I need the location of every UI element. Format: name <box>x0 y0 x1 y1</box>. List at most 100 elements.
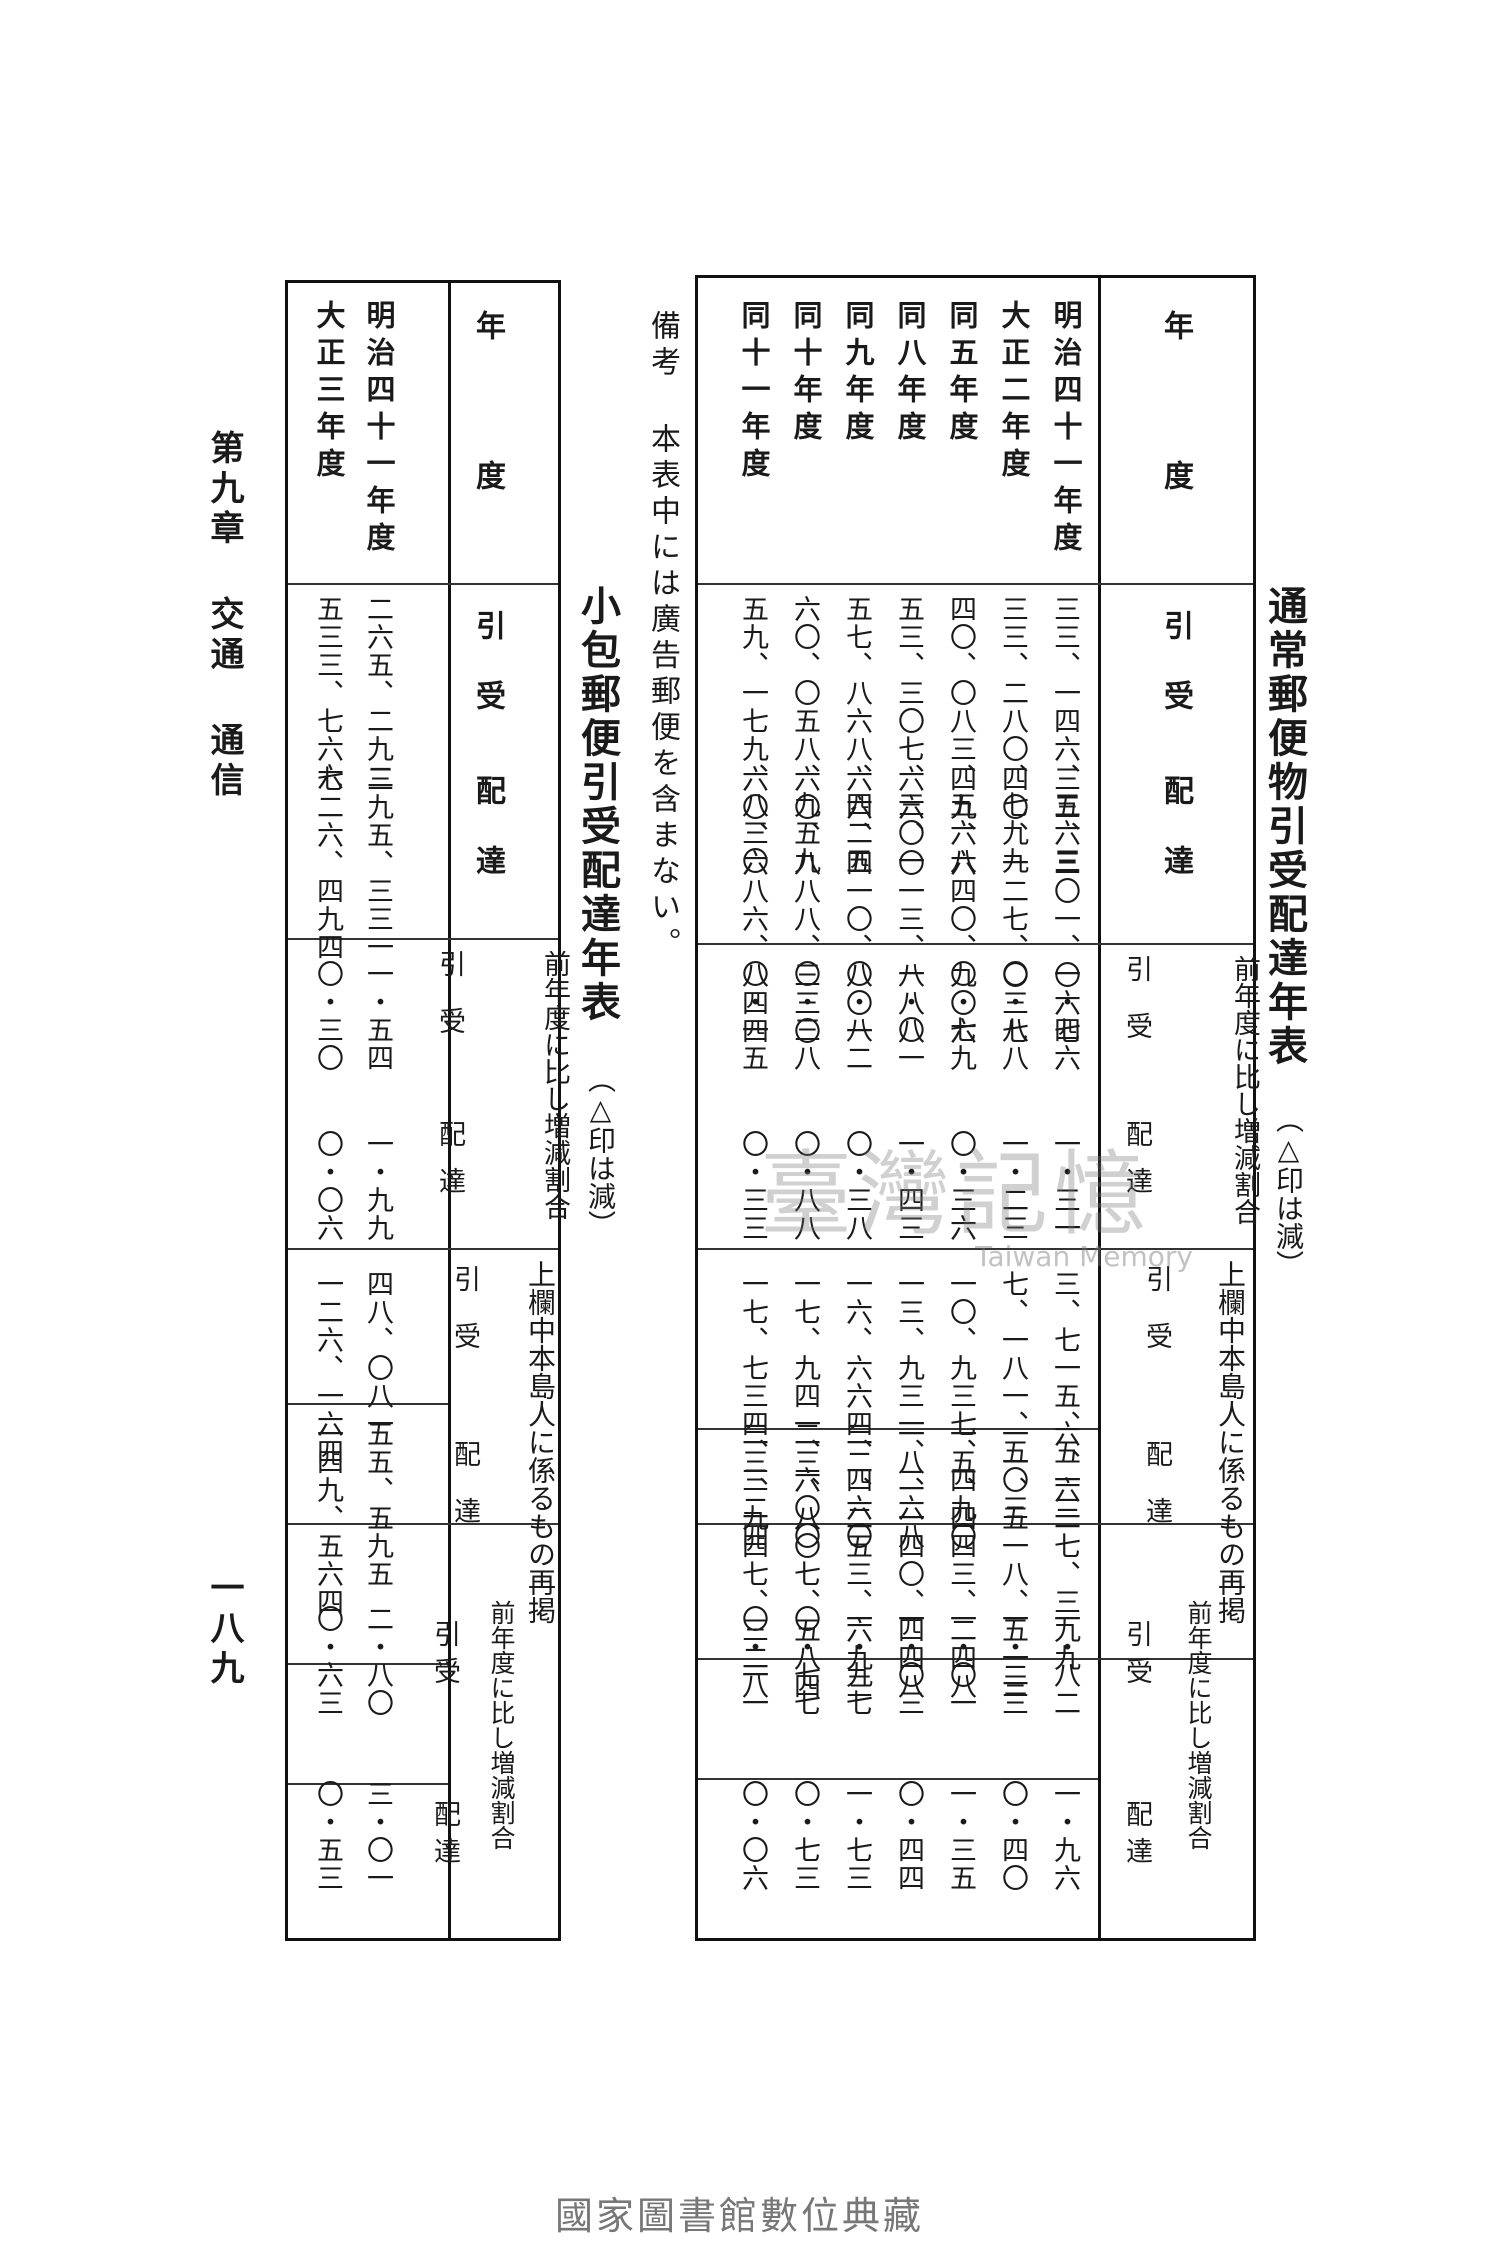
cell-r_recv: 〇・一五 <box>737 960 768 1072</box>
cell-n_recv: 七、一八一、五〇三 <box>997 1270 1028 1522</box>
cell-receive: 三三、二八〇、七九九 <box>997 595 1028 875</box>
cell-n_del: 一八、一四〇、四四八 <box>893 1420 924 1700</box>
cell-r_recv: 〇・八八 <box>997 960 1028 1072</box>
cell-deliver: 四〇、一二七、〇三七 <box>997 765 1028 1045</box>
table1-head-year: 年度 <box>1158 310 1193 610</box>
watermark-sub: Taiwan Memory <box>975 1240 1193 1273</box>
cell-deliver: 六六、〇一三、八八八 <box>893 765 924 1045</box>
table1-title: 通常郵便物引受配達年表 <box>1261 585 1308 1069</box>
cell-year: 大正二年度 <box>997 300 1031 485</box>
cell-n_recv: 三、七一五、五一二 <box>1049 1270 1080 1522</box>
page-number: 一八九 <box>204 1570 244 1690</box>
table2-note: （△印は減） <box>584 1065 617 1238</box>
watermark-main: 臺灣記憶 <box>760 1141 1153 1248</box>
cell-deliver: 七二六、四九四 <box>312 765 343 961</box>
cell-year: 同十年度 <box>789 300 823 448</box>
table1-head-natives-ratio-receive: 引受 <box>1121 1620 1152 1694</box>
table1-head-ratio-group: 前年度に比し増減割合 <box>1229 955 1260 1225</box>
cell-n_del: 一一、五一八、五一三 <box>997 1420 1028 1700</box>
table2-head-natives-ratio-receive: 引受 <box>429 1620 460 1694</box>
table1-remark: 備考 本表中には廣告郵便を含まない。 <box>645 310 680 963</box>
table1-frame <box>695 275 1256 1941</box>
cell-n_del: 一四九、五六四 <box>312 1420 343 1616</box>
cell-n_r_del: 〇・四四 <box>893 1780 924 1892</box>
cell-r_recv: 〇・三八 <box>789 960 820 1072</box>
cell-receive: 五三三、七六六 <box>312 595 343 791</box>
cell-n_r_del: 〇・〇六 <box>737 1780 768 1892</box>
table2-head-year: 年度 <box>470 310 505 610</box>
cell-r_recv: 〇・七九 <box>945 960 976 1072</box>
table1-head-deliver: 配達 <box>1158 775 1193 915</box>
cell-n_r_del: 一・三五 <box>945 1780 976 1892</box>
cell-r_recv: 〇・三〇 <box>312 960 343 1072</box>
cell-year: 同八年度 <box>893 300 927 448</box>
cell-r_recv: 〇・八二 <box>841 960 872 1072</box>
cell-deliver: 六〇、八八八、三三〇 <box>789 765 820 1045</box>
table1-head-natives-ratio-deliver: 配達 <box>1121 1800 1152 1874</box>
cell-deliver: 六六、四一〇、八〇一 <box>841 765 872 1045</box>
cell-n_recv: 一二六、一六四 <box>312 1270 343 1466</box>
table2-head-receive: 引受 <box>470 610 505 750</box>
table2-head-natives-group: 上欄中本島人に係るもの再掲 <box>524 1260 557 1624</box>
cell-n_r_recv: 一・〇三 <box>893 1605 924 1717</box>
cell-n_r_del: 一・七三 <box>841 1780 872 1892</box>
cell-n_del: 二二、二五三、六九三 <box>841 1420 872 1700</box>
cell-r_del: 一・三一 <box>1049 1130 1080 1242</box>
table1-head-receive: 引受 <box>1158 610 1193 750</box>
cell-n_r_del: 〇・四〇 <box>997 1780 1028 1892</box>
table1-head-natives-ratio-group: 前年度に比し増減割合 <box>1184 1600 1213 1850</box>
cell-receive: 四〇、〇八三、五六八 <box>945 595 976 875</box>
cell-r_del: 〇・三六 <box>945 1130 976 1242</box>
cell-n_del: 六、六二七、三九九 <box>1049 1420 1080 1672</box>
cell-r_del: 〇・八八 <box>789 1130 820 1242</box>
cell-n_recv: 一三、九三一、二六八 <box>893 1270 924 1550</box>
table1-head-ratio-receive: 引受 <box>1121 955 1152 1069</box>
cell-n_r_del: 〇・五三 <box>312 1780 343 1892</box>
table1-head-natives-deliver: 配達 <box>1141 1440 1172 1554</box>
cell-n_recv: 四八、〇八一 <box>362 1270 393 1438</box>
cell-n_r_del: 三・〇一 <box>362 1780 393 1892</box>
table1-head-ratio-deliver: 配達 <box>1121 1120 1152 1214</box>
cell-n_r_recv: 一・九七 <box>841 1605 872 1717</box>
cell-r_del: 〇・三八 <box>841 1130 872 1242</box>
table2-head-ratio-group: 前年度に比し増減割合 <box>539 950 570 1220</box>
cell-n_recv: 一七、九四一、六〇〇 <box>789 1270 820 1550</box>
table2-head-natives-deliver: 配達 <box>449 1440 480 1554</box>
table2-head-natives-receive: 引受 <box>449 1265 480 1379</box>
cell-year: 大正三年度 <box>312 300 346 485</box>
cell-r_del: 〇・〇六 <box>312 1130 343 1242</box>
cell-n_r_del: 〇・七三 <box>789 1780 820 1892</box>
cell-n_r_recv: 〇・一一 <box>737 1605 768 1717</box>
cell-n_r_recv: 〇・七七 <box>789 1605 820 1717</box>
cell-r_del: 一・四三 <box>893 1130 924 1242</box>
cell-year: 同十一年度 <box>737 300 771 485</box>
cell-n_recv: 一七、七三四、三二四 <box>737 1270 768 1550</box>
cell-n_del: 二三、九四七、三二八 <box>737 1420 768 1700</box>
cell-r_recv: 一・五四 <box>362 960 393 1072</box>
cell-receive: 六〇、〇五八、九五九 <box>789 595 820 875</box>
footer-credit: 國家圖書館數位典藏 <box>555 2194 925 2238</box>
cell-receive: 五九、一七九、八三〇 <box>737 595 768 875</box>
cell-n_r_recv: 〇・六三 <box>312 1605 343 1717</box>
cell-deliver: 四九、六四〇、九〇六 <box>945 765 976 1045</box>
cell-n_recv: 一〇、九三七、四九〇 <box>945 1270 976 1550</box>
cell-deliver: 三九五、三三一 <box>362 765 393 961</box>
cell-receive: 五七、八六八、四二五 <box>841 595 872 875</box>
cell-year: 明治四十一年度 <box>1049 300 1083 559</box>
cell-receive: 三三、一四六、五六三 <box>1049 595 1080 875</box>
table2-head-ratio-receive: 引受 <box>434 950 465 1064</box>
cell-n_del: 五五、五九五 <box>362 1420 393 1588</box>
cell-r_recv: 一・〇一 <box>893 960 924 1072</box>
cell-n_recv: 一六、六六四、四六〇 <box>841 1270 872 1550</box>
cell-n_r_recv: 二・八〇 <box>362 1605 393 1717</box>
table1-note: （△印は減） <box>1272 1105 1305 1278</box>
table1-head-natives-receive: 引受 <box>1141 1265 1172 1379</box>
table2-title: 小包郵便引受配達年表 <box>574 585 621 1025</box>
table2-head-ratio-deliver: 配達 <box>434 1120 465 1214</box>
table1-head-natives-group: 上欄中本島人に係るもの再掲 <box>1214 1260 1247 1624</box>
cell-receive: 二六五、二九二 <box>362 595 393 791</box>
cell-deliver: 六〇、六八六、八四四 <box>737 765 768 1045</box>
cell-n_r_recv: 一・〇一 <box>945 1605 976 1717</box>
table2-head-deliver: 配達 <box>470 775 505 915</box>
cell-year: 同九年度 <box>841 300 875 448</box>
